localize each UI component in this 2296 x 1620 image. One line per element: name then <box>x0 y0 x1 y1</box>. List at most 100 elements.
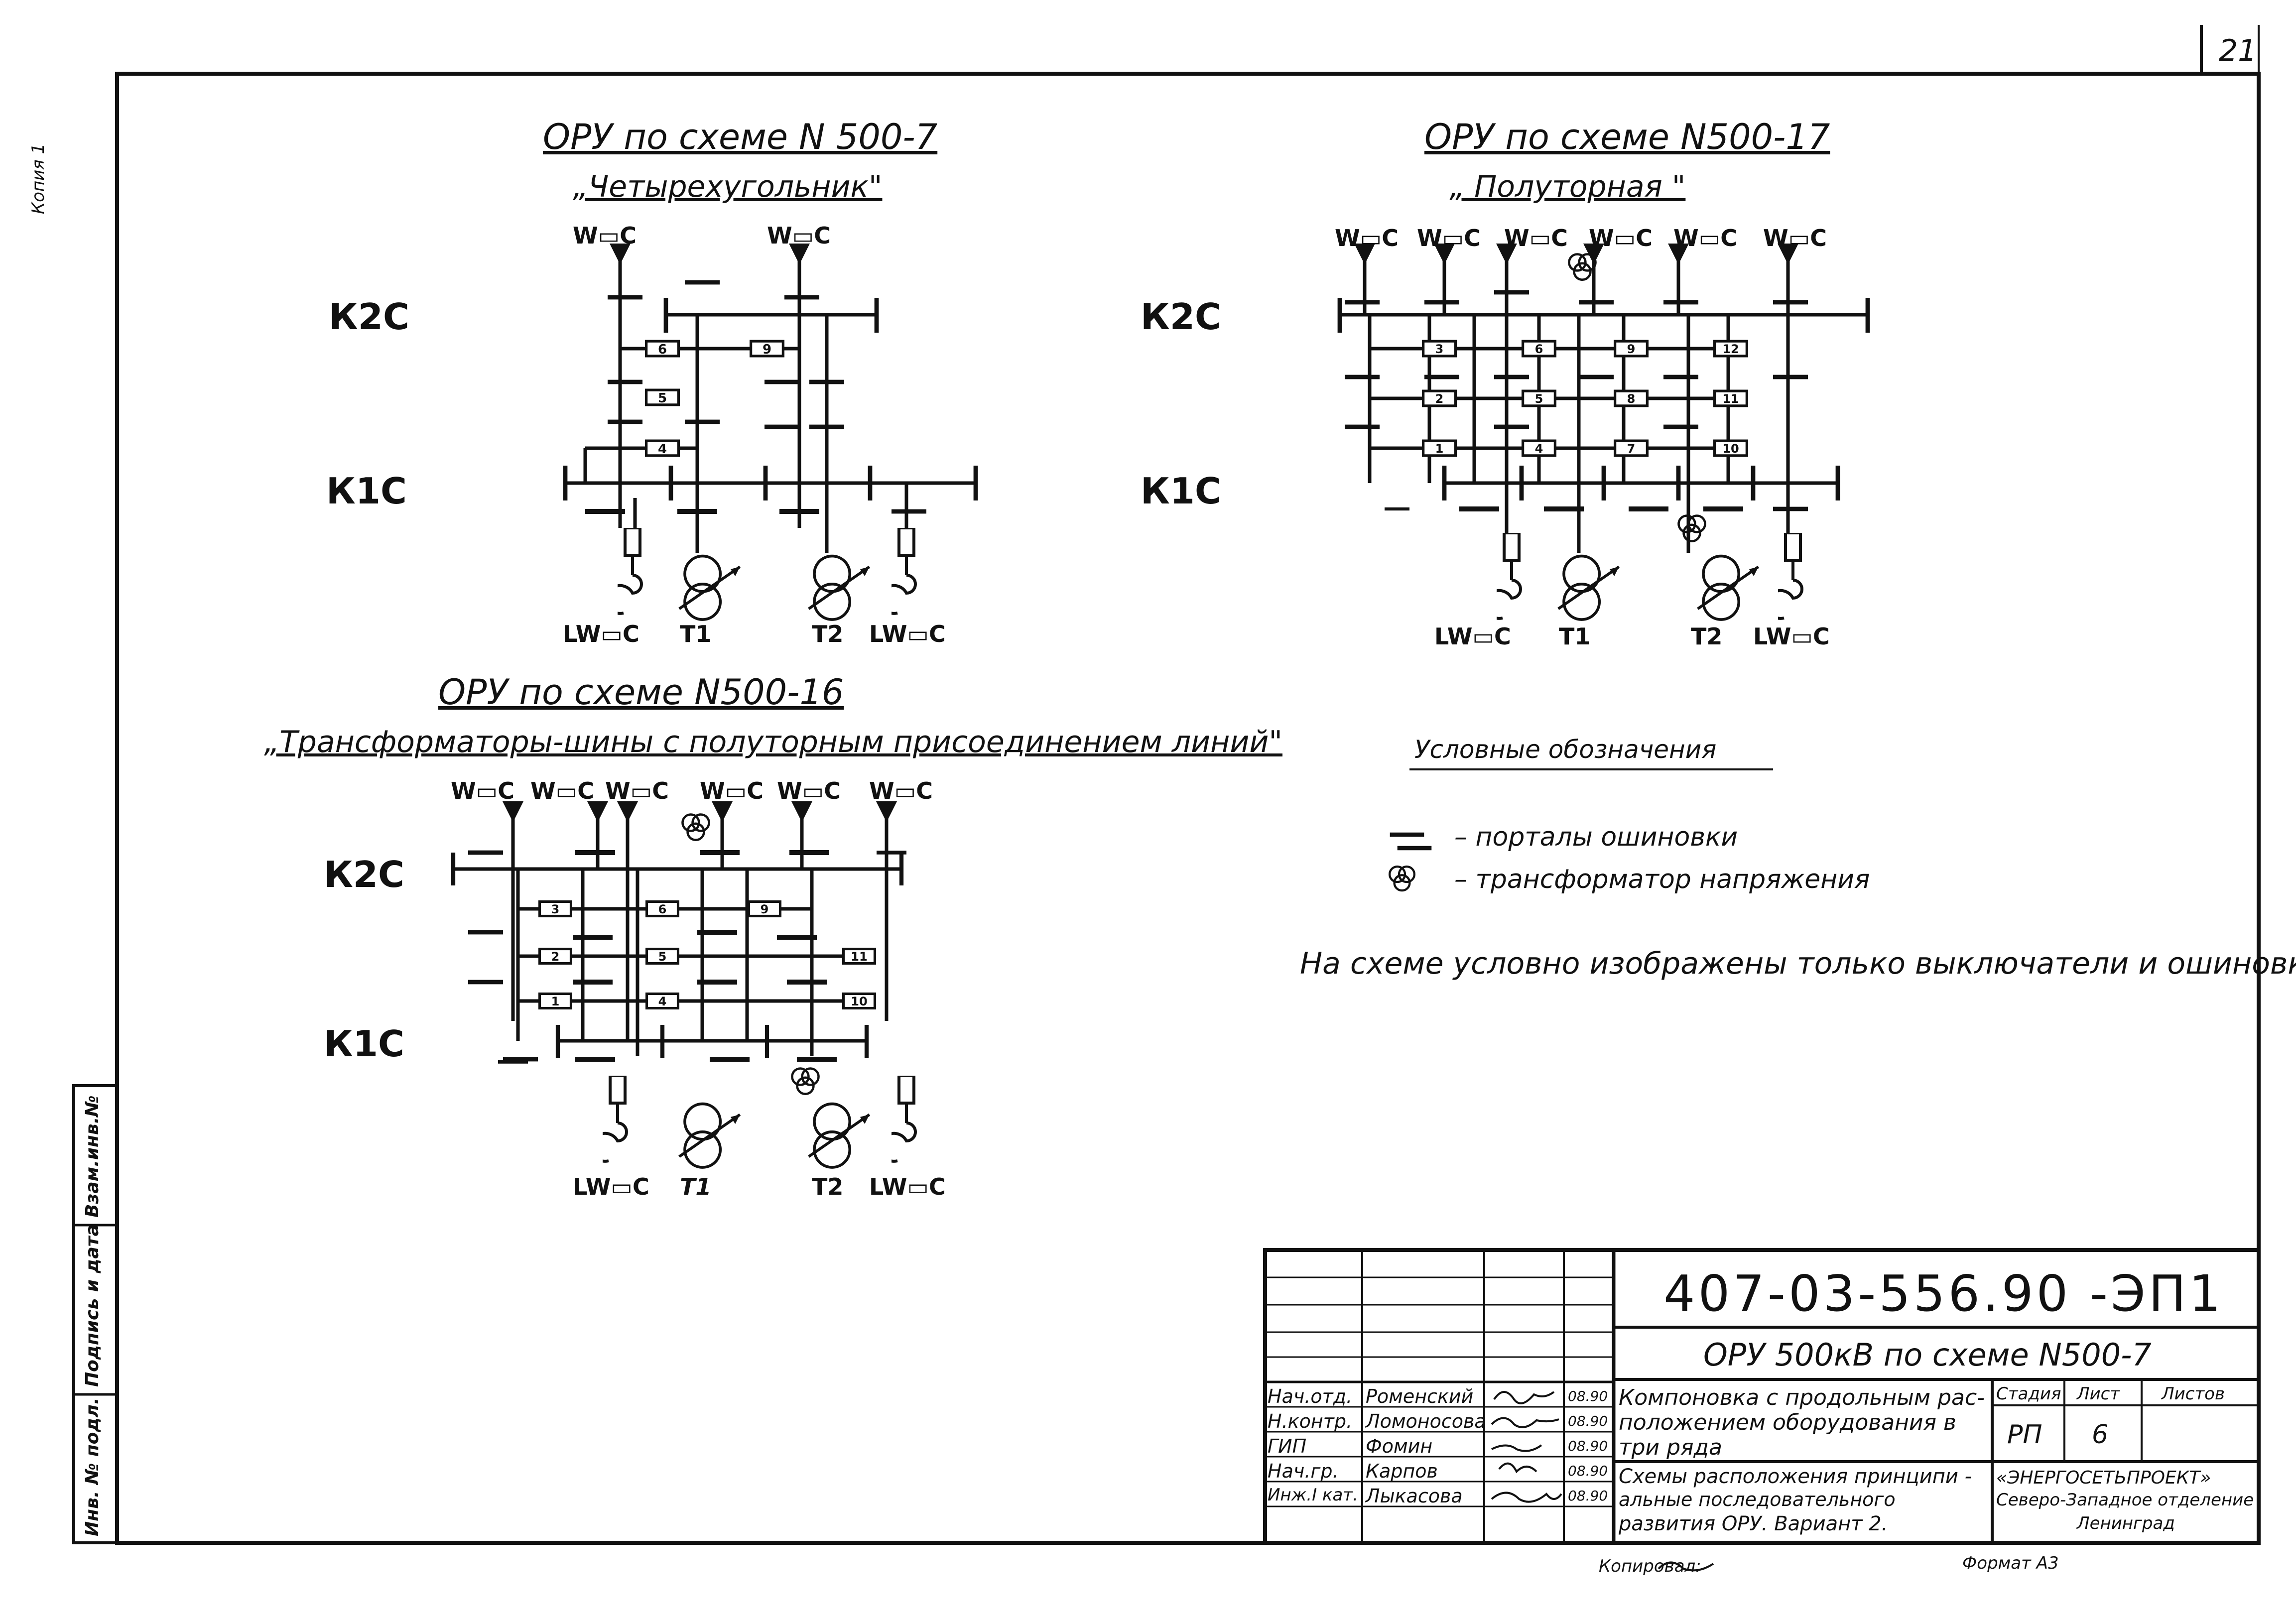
breaker-number: 1 <box>551 995 560 1008</box>
role-cell: ГИП <box>1268 1435 1307 1457</box>
scheme-1-bottom-label: LW▭C <box>869 621 946 647</box>
scheme-2-line-label: W▭C <box>1589 225 1653 251</box>
name-cell: Ломоносова <box>1366 1410 1486 1432</box>
scheme-1-bus-k2c: К2С <box>329 296 409 338</box>
scheme-1-line-label: W▭C <box>767 222 831 249</box>
sheet-frame <box>72 25 2261 1545</box>
breaker-number: 12 <box>1722 342 1739 356</box>
scheme-2-breaker-numbers: 3 6 9 12 2 5 8 11 1 4 7 10 <box>1435 342 1739 456</box>
scheme-2-line-label: W▭C <box>1335 225 1399 251</box>
scheme-2-bottom-label: T2 <box>1691 623 1723 650</box>
signatures <box>1491 1391 1714 1572</box>
scheme-1-bottom-label: T2 <box>812 621 844 647</box>
description-line: альные последовательного <box>1619 1489 1896 1510</box>
breaker-number: 6 <box>658 902 667 916</box>
role-cell: Нач.отд. <box>1268 1385 1353 1407</box>
scheme-3-line-label: W▭C <box>700 777 764 804</box>
side-stamp-replace-no: Взам.инв.№ <box>82 1095 103 1218</box>
description-line: развития ОРУ. Вариант 2. <box>1619 1512 1888 1535</box>
scheme-3-diagram <box>453 801 901 1056</box>
scheme-2-bottom-label: LW▭C <box>1434 623 1511 650</box>
breaker-number: 10 <box>1722 442 1739 456</box>
legend-portal-text: – порталы ошиновки <box>1454 822 1738 852</box>
legend-note: На схеме условно изображены только выклю… <box>1300 946 2296 981</box>
scheme-3-line-label: W▭C <box>605 777 669 804</box>
legend-title: Условные обозначения <box>1414 735 1717 764</box>
breaker-number: 2 <box>1435 392 1444 406</box>
stage-header: Стадия <box>1996 1384 2061 1404</box>
scheme-1-line-label: W▭C <box>573 222 637 249</box>
scheme-2-bottom-label: T1 <box>1559 623 1591 650</box>
name-cell: Карпов <box>1366 1460 1438 1482</box>
page-number: 21 <box>2219 33 2257 68</box>
breaker-number: 3 <box>1435 342 1444 356</box>
breaker-number: 4 <box>658 442 667 457</box>
scheme-3-subtitle: „Трансформаторы-шины с полуторным присое… <box>264 725 1282 759</box>
document-code: 407-03-556.90 -ЭП1 <box>1663 1264 2224 1323</box>
role-cell: Н.контр. <box>1268 1410 1353 1432</box>
scheme-3-bottom-label: LW▭C <box>573 1173 649 1200</box>
portal-symbol <box>1397 846 1432 851</box>
role-cell: Нач.гр. <box>1268 1460 1339 1482</box>
description-line: положением оборудования в <box>1619 1410 1956 1435</box>
scheme-2-subtitle: „ Полуторная " <box>1449 169 1686 204</box>
breaker-number: 10 <box>851 995 867 1008</box>
legend-vt-text: – трансформатор напряжения <box>1454 865 1870 894</box>
scheme-1-bus-k1c: К1С <box>326 470 407 512</box>
scheme-3-bottom-label: LW▭C <box>869 1173 946 1200</box>
scheme-3-bus-k1c: К1С <box>324 1023 404 1065</box>
scheme-2-title: ОРУ по схеме N500-17 <box>1424 117 1830 157</box>
side-stamp-sign-date: Подпись и дата <box>82 1224 103 1387</box>
breaker-number: 2 <box>551 950 560 964</box>
scheme-1-subtitle: „Четырехугольник" <box>573 169 883 204</box>
scheme-3-bottom-label: T1 <box>680 1173 712 1200</box>
scheme-2-line-label: W▭C <box>1763 225 1827 251</box>
scheme-3-line-label: W▭C <box>777 777 841 804</box>
breaker-number: 4 <box>658 995 667 1008</box>
breaker-number: 5 <box>1535 392 1543 406</box>
scheme-2-bus-k1c: К1С <box>1141 470 1221 512</box>
scheme-3-line-label: W▭C <box>530 777 594 804</box>
description-line: три ряда <box>1619 1435 1722 1460</box>
date-cell: 08.90 <box>1568 1388 1608 1404</box>
sheets-header: Листов <box>2162 1384 2225 1404</box>
side-stamp-top-mark: Копия 1 <box>28 143 48 214</box>
scheme-2-line-label: W▭C <box>1417 225 1481 251</box>
name-cell: Роменский <box>1366 1385 1474 1407</box>
description-line: Компоновка с продольным рас- <box>1619 1385 1985 1410</box>
breaker-number: 6 <box>658 342 667 357</box>
breaker-number: 11 <box>1722 392 1739 406</box>
stage-value: РП <box>2007 1420 2042 1450</box>
legend-symbols <box>1390 768 1773 890</box>
sheet-header: Лист <box>2077 1384 2120 1404</box>
scheme-3-bottom-label: T2 <box>812 1173 844 1200</box>
scheme-2-line-label: W▭C <box>1673 225 1737 251</box>
scheme-1-title: ОРУ по схеме N 500-7 <box>543 117 938 157</box>
breaker-number: 4 <box>1535 442 1543 456</box>
breaker-number: 1 <box>1435 442 1444 456</box>
side-stamp-inv-no: Инв. № подл. <box>82 1397 103 1536</box>
scheme-2-equipment <box>1337 254 1870 620</box>
breaker-number: 5 <box>658 950 667 964</box>
breaker-number: 5 <box>658 391 667 406</box>
copied-by-label: Копировал: <box>1599 1556 1701 1576</box>
date-cell: 08.90 <box>1568 1413 1608 1429</box>
title-block-grid <box>1263 1248 2261 1545</box>
format-label: Формат А3 <box>1962 1553 2059 1573</box>
sheet-number-value: 6 <box>2092 1420 2109 1450</box>
scheme-1-bottom-label: T1 <box>680 621 712 647</box>
date-cell: 08.90 <box>1568 1463 1608 1479</box>
object-title: ОРУ 500кВ по схеме N500-7 <box>1703 1337 2152 1373</box>
organization-name: «ЭНЕРГОСЕТЬПРОЕКТ» <box>1996 1468 2211 1488</box>
role-cell: Инж.I кат. <box>1268 1485 1358 1505</box>
scheme-2-bus-k2c: К2С <box>1141 296 1221 338</box>
scheme-3-line-label: W▭C <box>869 777 933 804</box>
breaker-number: 9 <box>761 902 769 916</box>
organization-branch: Северо-Западное отделение <box>1996 1490 2254 1510</box>
breaker-number: 8 <box>1627 392 1636 406</box>
scheme-3-breaker-numbers: 3 6 9 2 5 11 1 4 10 <box>551 902 868 1008</box>
breaker-number: 6 <box>1535 342 1543 356</box>
breaker-number: 3 <box>551 902 560 916</box>
name-cell: Лыкасова <box>1366 1485 1463 1507</box>
